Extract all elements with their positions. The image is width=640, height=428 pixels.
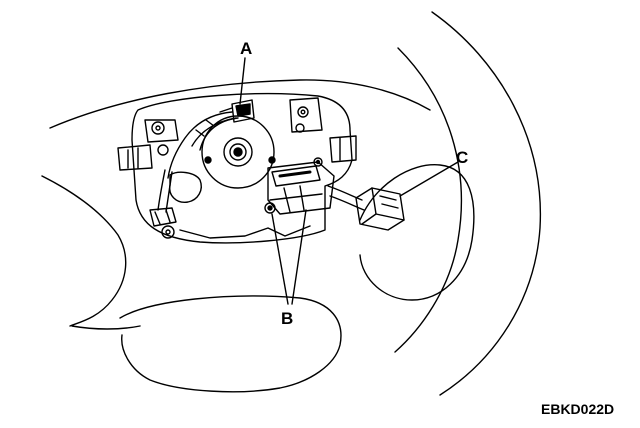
wheel-rim-outer [431, 11, 542, 396]
bolt-lower-left [161, 225, 175, 239]
left-spoke-lower [71, 325, 141, 330]
wheel-rim-inner [394, 47, 463, 353]
plate-lower-edge [179, 225, 311, 239]
clock-spring-hub [223, 137, 253, 167]
figure-code: EBKD022D [541, 401, 614, 417]
plate-cavity [169, 171, 202, 203]
right-clip-bracket [329, 135, 357, 163]
harness-b-to-c [327, 185, 363, 201]
left-spoke-outline [41, 175, 127, 327]
label-c: C [456, 148, 468, 167]
upper-spoke-outline [49, 79, 431, 129]
bolt-upper-left [151, 121, 165, 135]
ground-clip [149, 207, 177, 227]
bottom-spoke-outline [119, 295, 342, 393]
harness-upper [167, 111, 233, 179]
label-a: A [240, 39, 252, 58]
bolt-b-left [264, 202, 276, 214]
connector-a [231, 99, 255, 123]
harness-lower-left [157, 169, 166, 211]
bolt-b-right [313, 157, 323, 167]
leader-b-2 [291, 209, 307, 305]
leader-b-1 [271, 213, 289, 305]
leader-a [239, 57, 246, 105]
mounting-tab-upper-right [289, 97, 323, 133]
bolt-upper-left-2 [157, 144, 169, 156]
leader-c [399, 161, 459, 197]
bolt-upper-right-2 [295, 123, 305, 133]
label-b: B [281, 309, 293, 328]
mounting-tab-upper-left [144, 119, 179, 143]
left-clip-bracket [117, 144, 153, 171]
bolt-upper-right [297, 106, 309, 118]
right-spoke-outline [359, 164, 475, 301]
